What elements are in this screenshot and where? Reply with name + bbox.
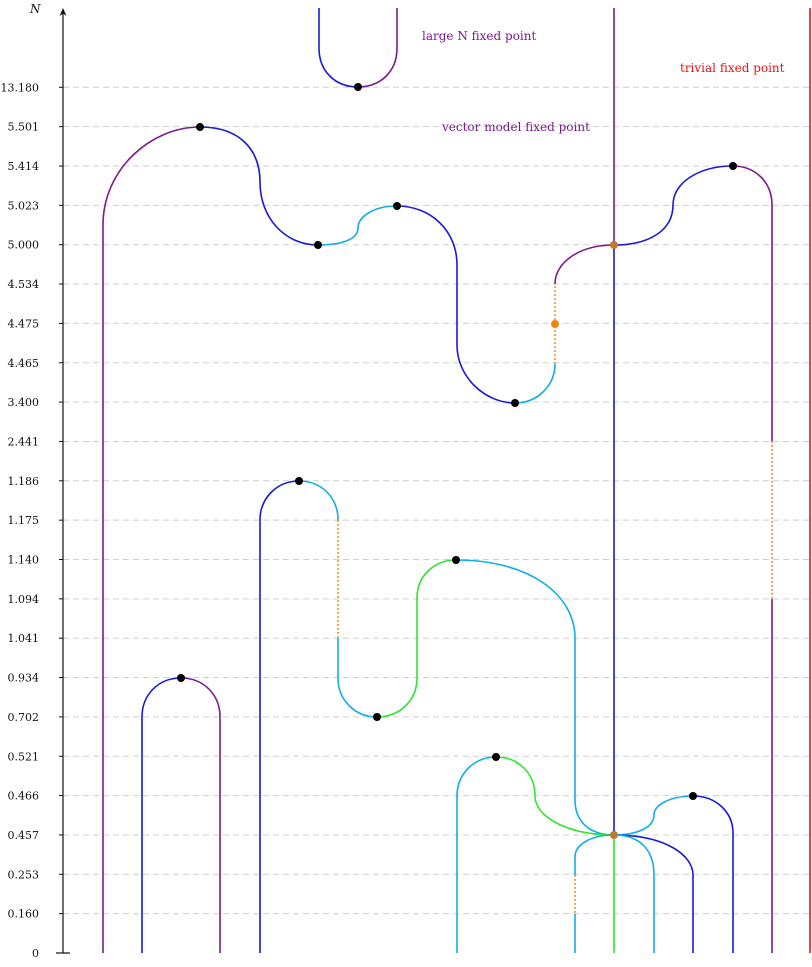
annotation-large-n-fixed-point: large N fixed point [422, 29, 536, 43]
y-tick-label: 4.534 [8, 278, 40, 291]
y-tick-label: 5.000 [8, 239, 40, 252]
node-0702 [373, 713, 381, 721]
y-axis-arrow-icon [59, 8, 67, 16]
node-1186 [295, 477, 303, 485]
y-tick-label: 13.180 [1, 81, 40, 94]
y-tick-label: 5.414 [8, 160, 40, 173]
node-5501 [196, 123, 204, 131]
branch-outer-right [199, 126, 319, 246]
node-0521 [492, 753, 500, 761]
branch-0521-right [495, 756, 615, 836]
y-tick-label: 0.934 [8, 672, 40, 685]
branch-5414-right [732, 165, 773, 441]
branch-large-n-right [357, 8, 398, 88]
branch-0521-left [456, 756, 497, 953]
y-tick-label: 5.501 [8, 121, 40, 134]
branch-large-n-left [318, 8, 359, 88]
y-tick-label: 4.475 [8, 317, 40, 330]
node-5023 [393, 202, 401, 210]
y-tick-label: 0.160 [8, 908, 40, 921]
branch-0466-right [692, 795, 734, 953]
y-tick-label: 0.466 [8, 790, 40, 803]
y-tick-label: 2.441 [8, 435, 40, 448]
node-0466 [689, 792, 697, 800]
branch-1140-merge [455, 559, 615, 836]
y-tick-label: 1.175 [8, 514, 40, 527]
branch-1186-left [259, 480, 300, 953]
branch-merge-lower-mid [613, 834, 655, 953]
branch-3400-4465 [514, 363, 556, 404]
annotation-vector-model-fixed-point: vector model fixed point [441, 120, 590, 134]
y-axis-ticks: 0 0.160 0.253 0.457 0.466 0.521 0.702 0.934 1.04… [1, 81, 63, 960]
y-tick-label: 0.457 [8, 829, 40, 842]
branch-4534-merge [554, 244, 615, 285]
y-axis-title: N [29, 2, 41, 16]
branch-merge-5414 [613, 165, 734, 246]
branch-1041-0702 [337, 638, 378, 718]
branch-merge-0466 [613, 795, 694, 836]
y-tick-label: 1.094 [8, 593, 40, 606]
gridlines [63, 86, 810, 915]
branch-0702-1140 [376, 559, 457, 718]
y-tick-label: 4.465 [8, 357, 40, 370]
y-tick-label: 0 [32, 947, 39, 960]
branch-0934-right [180, 677, 221, 953]
branch-merge-lower-left [574, 834, 615, 875]
node-merge-0457 [610, 831, 618, 839]
y-tick-label: 0.702 [8, 711, 40, 724]
node-3400 [511, 399, 519, 407]
node-5414 [729, 162, 737, 170]
fixed-point-nodes [177, 83, 737, 839]
y-tick-label: 5.023 [8, 199, 40, 212]
node-4475 [551, 320, 559, 328]
fixed-point-branches [102, 8, 811, 953]
y-tick-label: 0.253 [8, 868, 40, 881]
branch-merge-lower-right [613, 834, 694, 953]
y-tick-label: 3.400 [8, 396, 40, 409]
annotation-trivial-fixed-point: trivial fixed point [680, 61, 785, 75]
node-0934 [177, 674, 185, 682]
y-tick-label: 1.140 [8, 554, 40, 567]
branch-outer-left [102, 126, 201, 953]
node-merge-5000 [610, 241, 618, 249]
branch-0934-left [141, 677, 182, 953]
node-1140 [452, 556, 460, 564]
node-large-n-13180 [354, 83, 362, 91]
branch-5000-5023 [317, 205, 398, 246]
node-5000 [314, 241, 322, 249]
y-tick-label: 1.186 [8, 475, 40, 488]
y-tick-label: 0.521 [8, 750, 40, 763]
branch-1186-right [298, 480, 339, 521]
y-tick-label: 1.041 [8, 632, 40, 645]
branch-5023-3400 [396, 205, 516, 404]
